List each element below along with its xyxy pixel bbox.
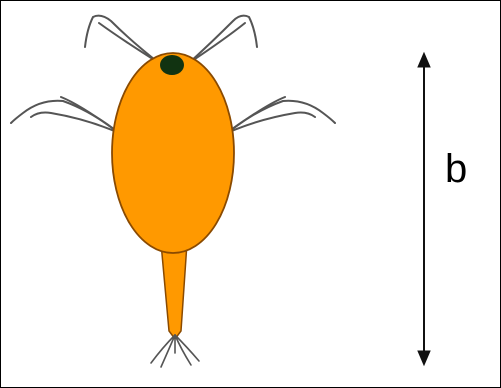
eye	[160, 55, 184, 75]
daphnia-body	[112, 53, 234, 253]
tail-spine	[161, 243, 187, 339]
tail-bristles	[151, 335, 199, 367]
measurement-label: b	[445, 149, 467, 189]
measurement-arrow	[418, 53, 430, 365]
